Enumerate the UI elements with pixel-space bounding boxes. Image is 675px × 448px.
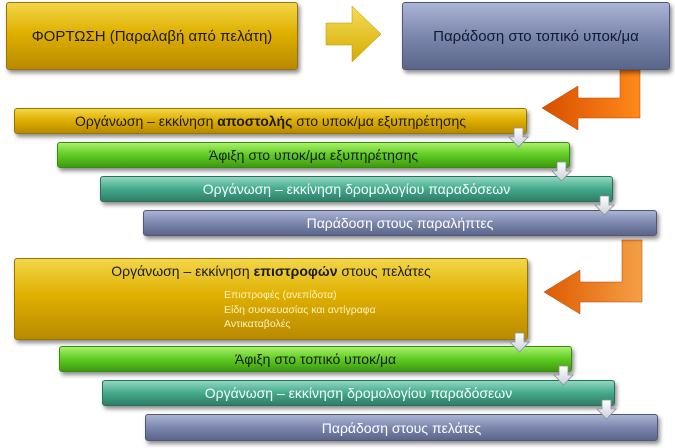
right-arrow-icon: [325, 5, 382, 63]
loading-label: ΦΟΡΤΩΣΗ (Παραλαβή από πελάτη): [31, 27, 273, 45]
g2-step2-box: Άφιξη στο τοπικό υποκ/μα: [59, 346, 572, 372]
g2-step4-box: Παράδοση στους πελάτες: [145, 414, 658, 441]
down-arrow-icon-4: [509, 332, 530, 353]
g2-step3-box: Οργάνωση – εκκίνηση δρομολογίου παραδόσε…: [102, 380, 615, 406]
g2-step1-label: Οργάνωση – εκκίνηση επιστροφών στους πελ…: [111, 263, 431, 279]
local-unit-delivery-box: Παράδοση στο τοπικό υποκ/μα: [402, 2, 670, 70]
g1-step3-label: Οργάνωση – εκκίνηση δρομολογίου παραδόσε…: [202, 181, 511, 197]
g1-step2-box: Άφιξη στο υποκ/μα εξυπηρέτησης: [57, 142, 570, 168]
g1-step2-label: Άφιξη στο υποκ/μα εξυπηρέτησης: [208, 147, 419, 163]
g1-step4-label: Παράδοση στους παραλήπτες: [306, 215, 494, 231]
down-arrow-icon-6: [596, 399, 617, 420]
down-arrow-icon-3: [594, 195, 615, 216]
g2-step2-label: Άφιξη στο τοπικό υποκ/μα: [234, 351, 397, 367]
bent-arrow-icon-1: [541, 69, 641, 131]
local-unit-delivery-label: Παράδοση στο τοπικό υποκ/μα: [433, 27, 639, 45]
loading-box: ΦΟΡΤΩΣΗ (Παραλαβή από πελάτη): [6, 2, 298, 70]
down-arrow-icon-1: [508, 127, 529, 148]
down-arrow-icon-2: [551, 161, 572, 182]
g2-step4-label: Παράδοση στους πελάτες: [321, 419, 482, 436]
g1-step4-box: Παράδοση στους παραλήπτες: [143, 210, 657, 236]
g1-step1-label: Οργάνωση – εκκίνηση αποστολής στο υποκ/μ…: [74, 113, 467, 129]
bent-arrow-icon-2: [543, 239, 643, 315]
g2-step3-label: Οργάνωση – εκκίνηση δρομολογίου παραδόσε…: [204, 385, 513, 401]
g2-step1-box: Οργάνωση – εκκίνηση επιστροφών στους πελ…: [14, 258, 528, 340]
g1-step3-box: Οργάνωση – εκκίνηση δρομολογίου παραδόσε…: [100, 176, 613, 202]
g2-sub-list: Επιστροφές (ανεπίδοτα) Είδη συσκευασίας …: [224, 288, 376, 332]
down-arrow-icon-5: [553, 365, 574, 386]
g2-sub-item-3: Αντικαταβολές: [224, 318, 291, 330]
g2-sub-item-1: Επιστροφές (ανεπίδοτα): [224, 289, 337, 301]
g1-step1-box: Οργάνωση – εκκίνηση αποστολής στο υποκ/μ…: [14, 108, 527, 134]
g2-sub-item-2: Είδη συσκευασίας και αντίγραφα: [224, 303, 376, 316]
